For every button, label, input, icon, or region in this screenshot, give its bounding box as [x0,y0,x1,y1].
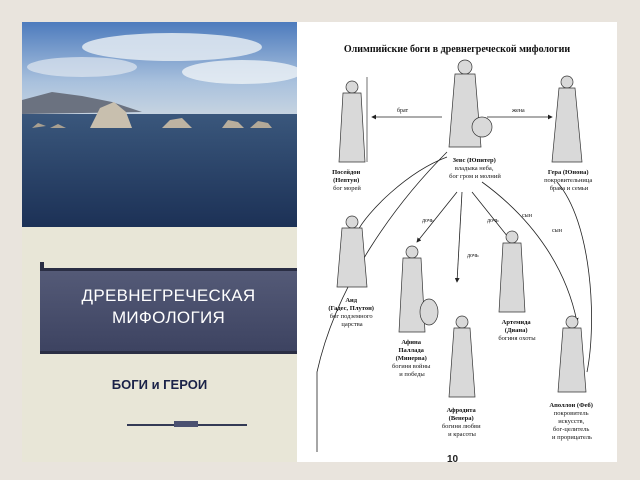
poseidon-caption: Посейдон (Нептун) бог морей [332,169,362,192]
sea-photo [22,22,297,227]
page-number: 10 [447,454,459,462]
relation-daughter1: дочь [422,218,434,224]
decorative-knob [174,421,198,427]
relation-daughter3: дочь [487,218,499,224]
relation-son2: сын [552,228,563,234]
zeus-caption: Зевс (Юпитер) владыка неба, бог гром и м… [449,157,501,180]
relation-brother: брат [397,107,409,114]
apollo-caption: Аполлон (Феб) покровитель искусств, бог-… [549,402,594,441]
god-captions: Зевс (Юпитер) владыка неба, бог гром и м… [328,157,594,441]
hera-figure [551,75,583,163]
artemis-caption: Артемида (Диана) богиня охоты [498,319,536,342]
hades-caption: Аид (Гадес, Плутон) бог подземного царст… [328,297,375,328]
god-figures [336,59,587,398]
relation-wife: жена [511,108,525,114]
aphrodite-figure [448,315,476,398]
slide-title-line1: ДРЕВНЕГРЕЧЕСКАЯ [81,286,256,305]
title-banner: ДРЕВНЕГРЕЧЕСКАЯ МИФОЛОГИЯ [40,268,297,354]
title-slide: ДРЕВНЕГРЕЧЕСКАЯ МИФОЛОГИЯ БОГИ и ГЕРОИ [22,22,297,462]
apollo-figure [557,315,587,393]
poseidon-figure [338,77,368,163]
relation-daughter2: дочь [467,253,479,259]
relation-arrows [316,114,592,452]
relation-son1: сын [522,213,533,219]
hera-caption: Гера (Юнона) покровительница брака и сем… [544,169,594,192]
slide-subtitle: БОГИ и ГЕРОИ [111,377,208,392]
athena-caption: Афина Паллада (Минерва) богиня войны и п… [392,339,432,378]
textbook-page: Олимпийские боги в древнегреческой мифол… [297,22,617,462]
diagram-title: Олимпийские боги в древнегреческой мифол… [344,44,570,55]
zeus-figure [448,59,493,148]
athena-figure [398,245,439,333]
gods-diagram: Олимпийские боги в древнегреческой мифол… [316,44,594,452]
hades-figure [336,215,368,288]
artemis-figure [498,230,526,313]
slide-title: ДРЕВНЕГРЕЧЕСКАЯ МИФОЛОГИЯ [40,285,297,329]
aphrodite-caption: Афродита (Венера) богиня любви и красоты [442,407,482,438]
slide-title-line2: МИФОЛОГИЯ [111,308,226,327]
